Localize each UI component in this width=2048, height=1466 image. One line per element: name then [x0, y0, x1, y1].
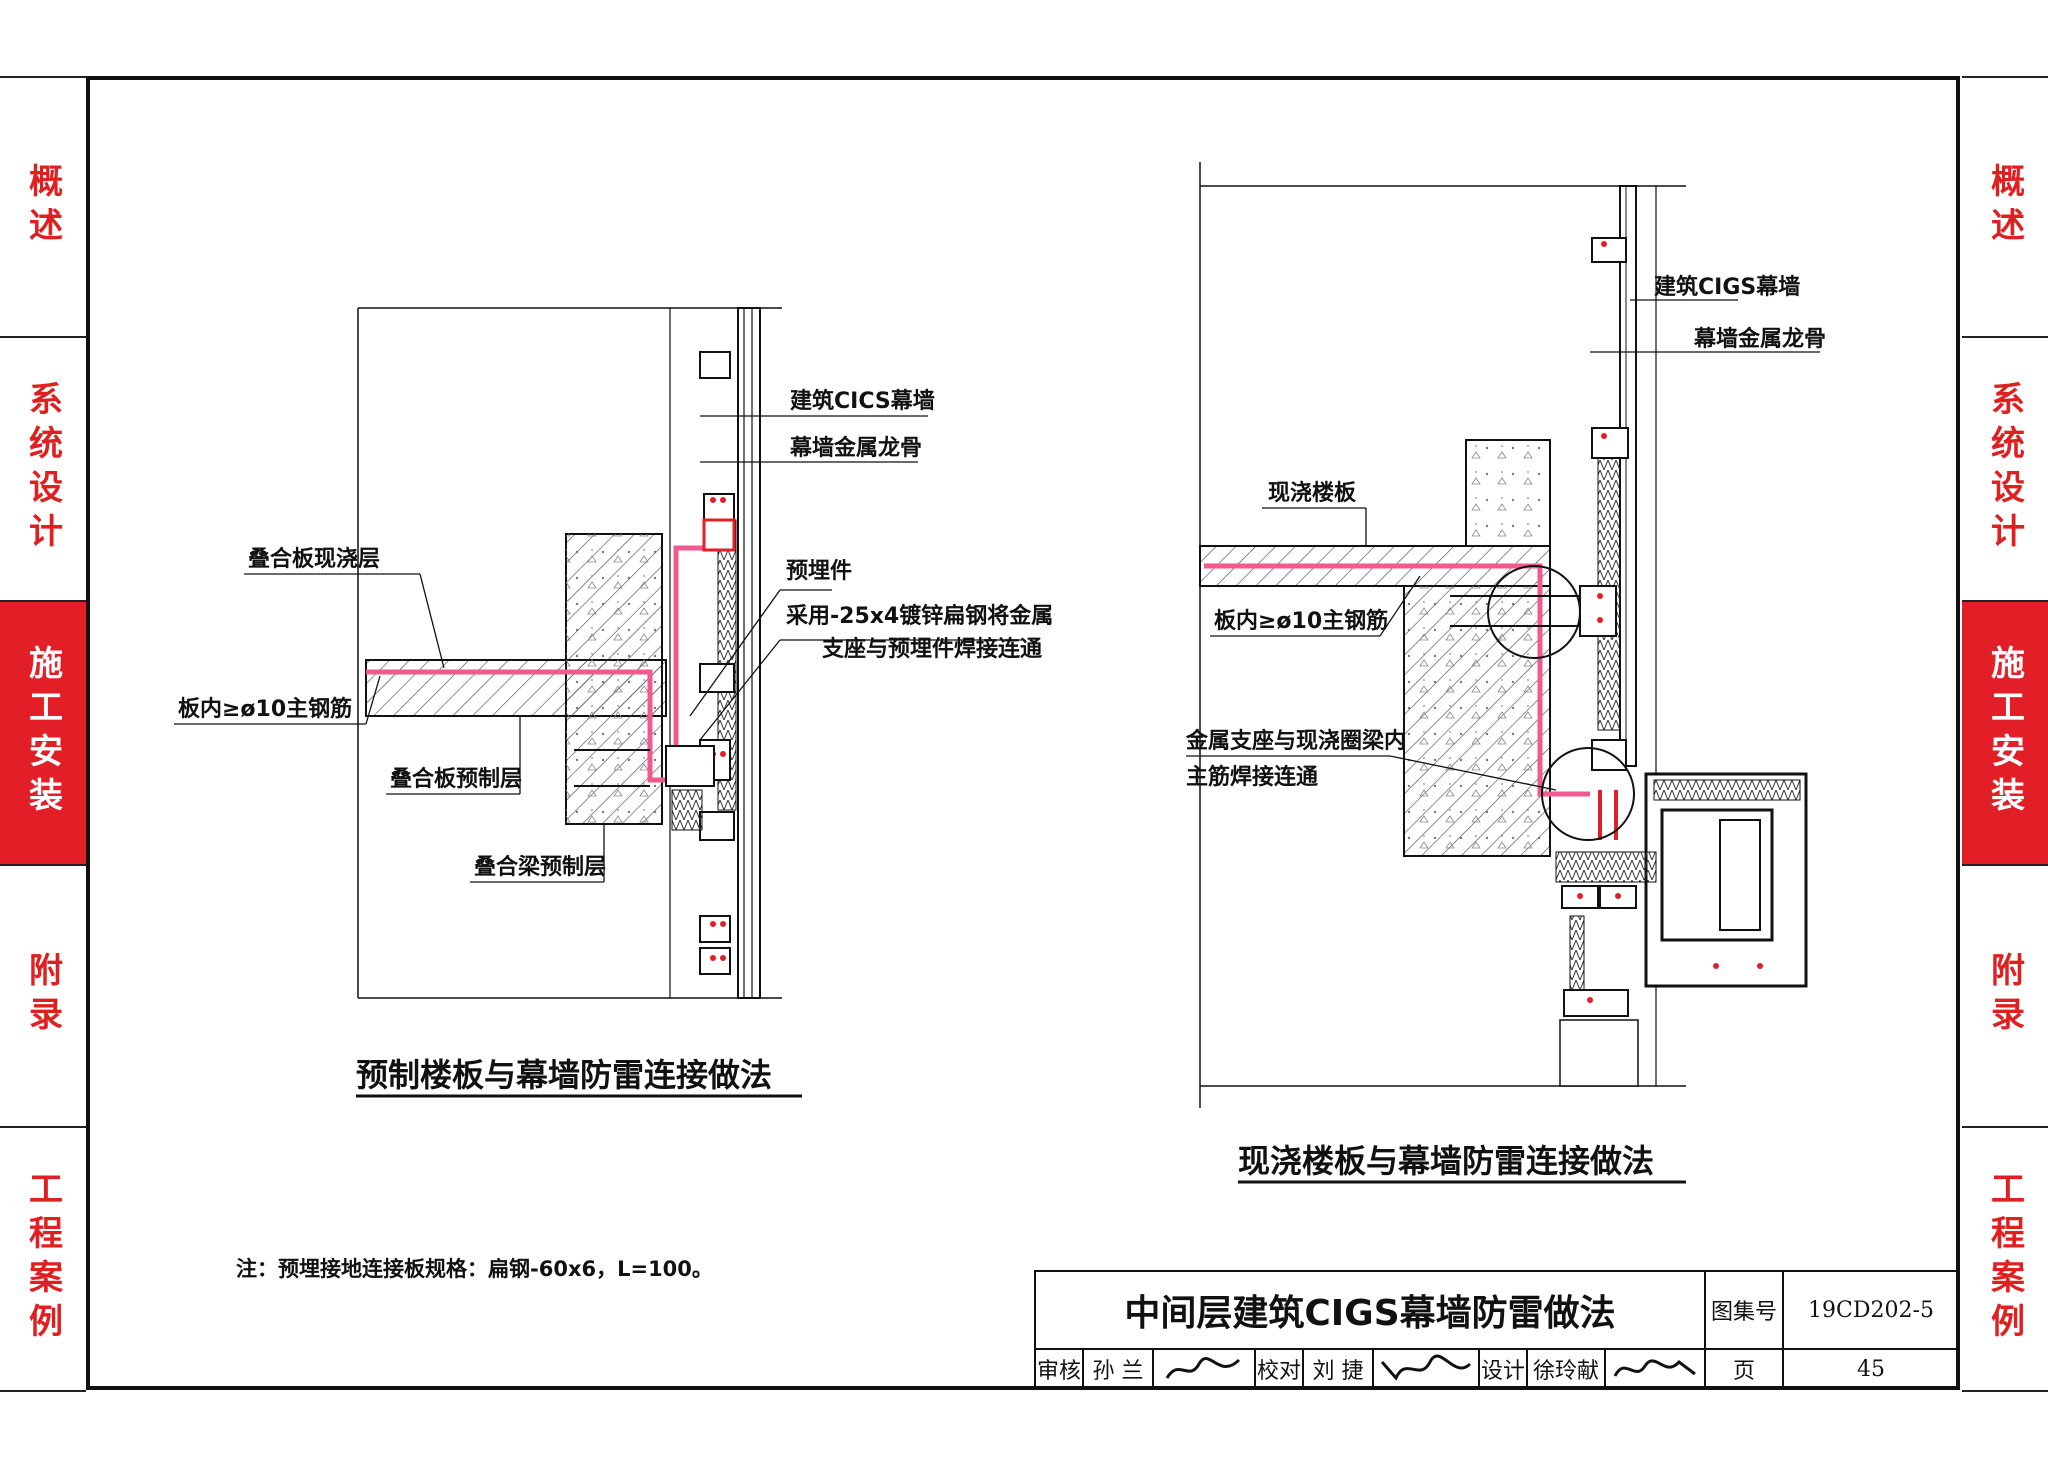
- tab-divider: [0, 336, 86, 338]
- tab-divider: [1962, 864, 2048, 866]
- tab-divider: [0, 600, 86, 602]
- designer-signature: [1604, 1348, 1706, 1390]
- label-metal-keel: 幕墙金属龙骨: [789, 435, 922, 461]
- tab-divider: [0, 76, 86, 78]
- label-main-rebar: 板内≥ø10主钢筋: [178, 696, 352, 722]
- designer-name: 徐玲献: [1526, 1348, 1606, 1390]
- drawing-title: 中间层建筑CIGS幕墙防雷做法: [1034, 1270, 1706, 1350]
- tab-divider: [1962, 1126, 2048, 1128]
- tab-divider: [1962, 600, 2048, 602]
- drawing-frame: [86, 76, 1960, 1390]
- curtain-wall-mullion: [1619, 185, 1637, 767]
- label-weld-note-2: 主筋焊接连通: [1186, 764, 1318, 790]
- left-drawing-caption: 预制楼板与幕墙防雷连接做法: [356, 1056, 772, 1094]
- tab-divider: [0, 1390, 86, 1392]
- lightning-bond-bar: [1204, 563, 1590, 797]
- atlas-label: 图集号: [1704, 1270, 1784, 1350]
- left-detail-drawing: 建筑CICS幕墙 幕墙金属龙骨 叠合板现浇层 预埋件 采用-25x4镀锌扁钢将金…: [174, 307, 1053, 1098]
- tab-system-design-left[interactable]: 系统设计: [22, 381, 63, 557]
- upturn-shape: [1465, 439, 1551, 547]
- tab-appendix-left[interactable]: 附录: [22, 952, 63, 1040]
- label-weld-note-1: 采用-25x4镀锌扁钢将金属: [786, 603, 1053, 629]
- tab-divider: [1962, 336, 2048, 338]
- label-curtain-wall: 建筑CICS幕墙: [790, 388, 935, 414]
- reviewer-name: 孙 兰: [1082, 1348, 1154, 1390]
- label-slab-cast-layer: 叠合板现浇层: [248, 546, 380, 572]
- label-embedded-part: 预埋件: [786, 559, 852, 584]
- note-text: 注：预埋接地连接板规格：扁钢-60x6，L=100。: [236, 1257, 713, 1281]
- tab-divider: [1962, 1390, 2048, 1392]
- checker-signature: [1372, 1348, 1480, 1390]
- label-slab-precast-layer: 叠合板预制层: [390, 766, 522, 792]
- label-weld-note-2: 支座与预埋件焊接连通: [822, 636, 1042, 662]
- review-label: 审核: [1034, 1348, 1084, 1390]
- curtain-wall-mullion: [737, 307, 761, 999]
- page-label: 页: [1704, 1348, 1784, 1390]
- page-number: 45: [1782, 1348, 1960, 1390]
- label-cast-slab: 现浇楼板: [1268, 481, 1357, 506]
- tab-divider: [0, 1126, 86, 1128]
- atlas-number: 19CD202-5: [1782, 1270, 1960, 1350]
- title-block: 中间层建筑CIGS幕墙防雷做法 图集号 19CD202-5 审核 孙 兰 校对 …: [1034, 1270, 1960, 1390]
- tab-construction-right[interactable]: 施工安装: [1962, 602, 2048, 864]
- right-detail-drawing: 建筑CIGS幕墙 幕墙金属龙骨 现浇楼板 板内≥ø10主钢筋 金属支座与现浇圈梁…: [1185, 162, 1826, 1184]
- tab-system-design-right[interactable]: 系统设计: [1984, 381, 2025, 557]
- tab-divider: [0, 864, 86, 866]
- right-drawing-caption: 现浇楼板与幕墙防雷连接做法: [1238, 1142, 1654, 1180]
- design-label: 设计: [1478, 1348, 1528, 1390]
- check-label: 校对: [1254, 1348, 1304, 1390]
- tab-appendix-right[interactable]: 附录: [1984, 952, 2025, 1040]
- lightning-bond-bar: [366, 545, 720, 783]
- tab-cases-right[interactable]: 工程案例: [1984, 1171, 2025, 1347]
- checker-name: 刘 捷: [1302, 1348, 1374, 1390]
- label-weld-note-1: 金属支座与现浇圈梁内: [1185, 728, 1406, 754]
- tab-divider: [1962, 76, 2048, 78]
- tab-overview-right[interactable]: 概述: [1984, 163, 2025, 251]
- tab-construction-left[interactable]: 施工安装: [0, 602, 86, 864]
- label-main-rebar: 板内≥ø10主钢筋: [1214, 608, 1388, 634]
- tab-cases-left[interactable]: 工程案例: [22, 1171, 63, 1347]
- label-metal-keel: 幕墙金属龙骨: [1693, 326, 1826, 352]
- reviewer-signature: [1152, 1348, 1256, 1390]
- label-beam-precast-layer: 叠合梁预制层: [474, 854, 606, 880]
- label-curtain-wall: 建筑CIGS幕墙: [1654, 274, 1800, 300]
- tab-overview-left[interactable]: 概述: [22, 163, 63, 251]
